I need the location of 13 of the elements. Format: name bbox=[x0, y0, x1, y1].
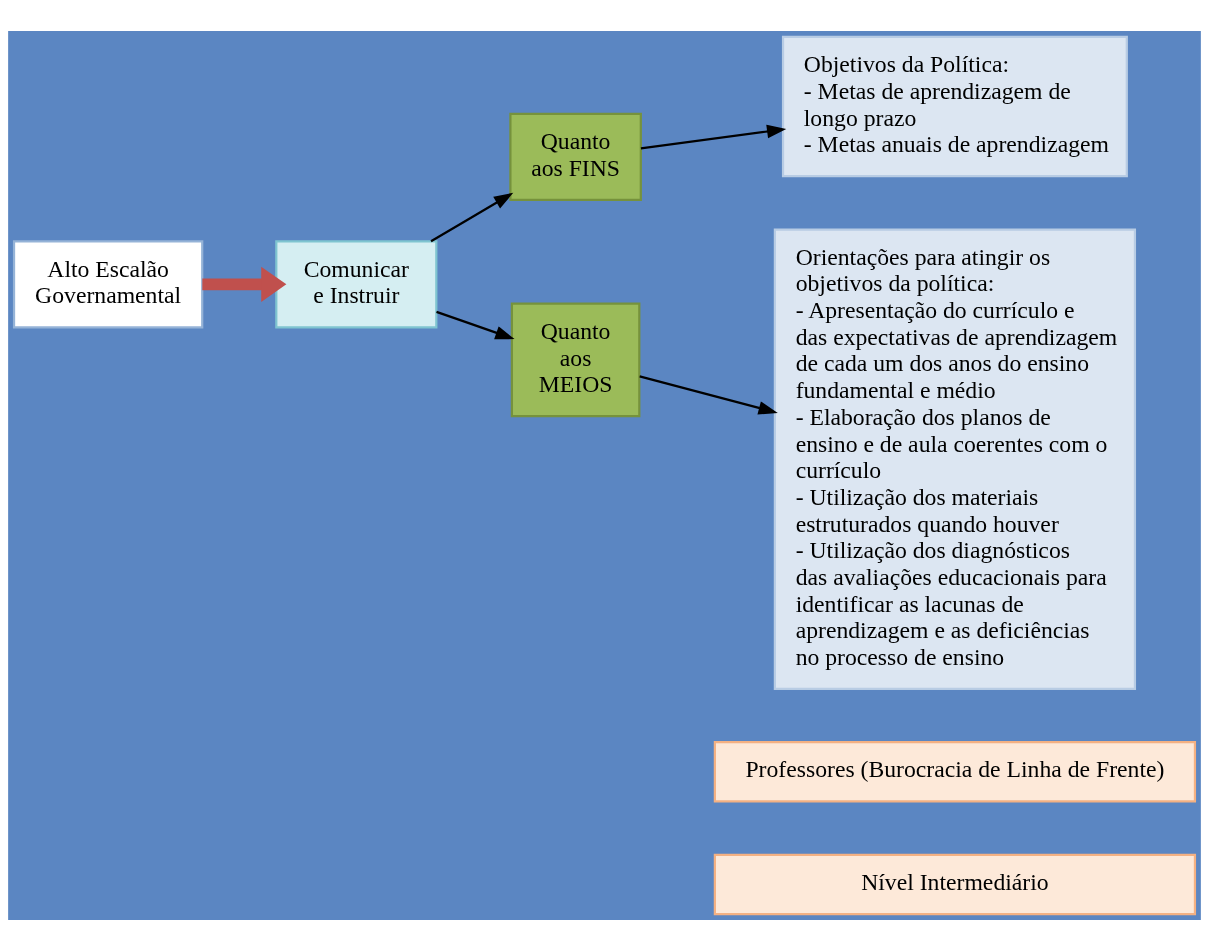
arrow bbox=[430, 192, 514, 242]
arrow bbox=[436, 310, 515, 339]
node-box: Quanto aos MEIOS bbox=[510, 302, 641, 417]
node-box: Professores (Burocracia de Linha de Frente) bbox=[713, 740, 1197, 803]
node-box: Quanto aos FINS bbox=[509, 112, 642, 201]
arrow bbox=[640, 124, 787, 149]
arrow bbox=[639, 374, 778, 414]
node-box: Orientações para atingir os objetivos da política: - Apresentação do currículo e das expectativas de aprendizagem de cada um dos anos do ensino fundamental e médio - Elaboração dos planos de ensino e de aula coerentes com o currículo - Utilização dos materiais estruturados quando houver - Utilização dos diagnósticos das avaliações educacionais para identificar as lacunas de aprendizagem e as deficiências no processo de ensino bbox=[773, 227, 1137, 690]
arrow bbox=[202, 266, 287, 302]
node-box: Comunicar e Instruir bbox=[275, 239, 438, 328]
node-box: Nível Intermediário bbox=[713, 853, 1197, 915]
node-box: Objetivos da Política: - Metas de aprendizagem de longo prazo - Metas anuais de aprendizagem bbox=[781, 35, 1128, 177]
node-box: Alto Escalão Governamental bbox=[12, 239, 204, 328]
